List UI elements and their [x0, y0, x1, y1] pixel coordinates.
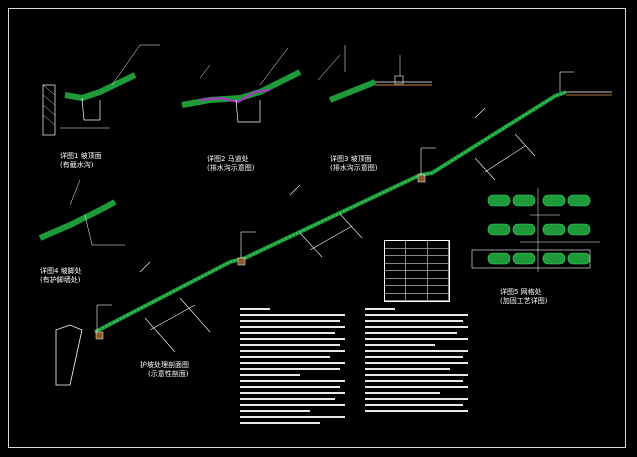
main-section-subtitle: (示意性剖面) [148, 370, 189, 378]
detail-3-caption: 详图3 坡顶面 (排水沟示意图) [330, 155, 377, 173]
detail-3-drawing [317, 45, 432, 103]
foot-drain-box [95, 331, 104, 340]
detail-2-title: 详图2 马道处 [207, 155, 249, 163]
detail-4-subtitle: (有护脚墙处) [40, 276, 81, 284]
detail-2-drawing [181, 47, 302, 123]
detail-3-subtitle: (排水沟示意图) [330, 164, 378, 172]
detail-4-title: 详图4 坡脚处 [40, 267, 82, 275]
detail-4-drawing [38, 179, 125, 246]
main-slope-section [55, 71, 612, 386]
detail-4-caption: 详图4 坡脚处 (有护脚墙处) [40, 267, 82, 285]
detail-1-title: 详图1 坡顶面 [60, 152, 102, 160]
detail-3-title: 详图3 坡顶面 [330, 155, 372, 163]
retaining-wall [55, 324, 83, 386]
slope-grass-band [94, 90, 567, 334]
detail-5-caption: 详图5 网格处 (加固工艺详图) [500, 288, 547, 306]
main-section-title: 护坡处理剖面图 [140, 361, 189, 369]
legend-table [384, 240, 450, 302]
berm-drain-box-2 [417, 174, 426, 183]
detail-5-drawing [471, 188, 600, 272]
main-section-caption: 护坡处理剖面图 (示意性剖面) [140, 361, 189, 379]
berm-drain-box-1 [237, 257, 246, 266]
detail-5-subtitle: (加固工艺详图) [500, 297, 548, 305]
detail-2-caption: 详图2 马道处 (排水沟示意图) [207, 155, 254, 173]
detail-1-subtitle: (有截水沟) [60, 161, 94, 169]
detail-1-drawing [42, 44, 160, 136]
detail-2-subtitle: (排水沟示意图) [207, 164, 255, 172]
detail-5-title: 详图5 网格处 [500, 288, 542, 296]
drawing-border [8, 8, 626, 448]
detail-1-caption: 详图1 坡顶面 (有截水沟) [60, 152, 102, 170]
